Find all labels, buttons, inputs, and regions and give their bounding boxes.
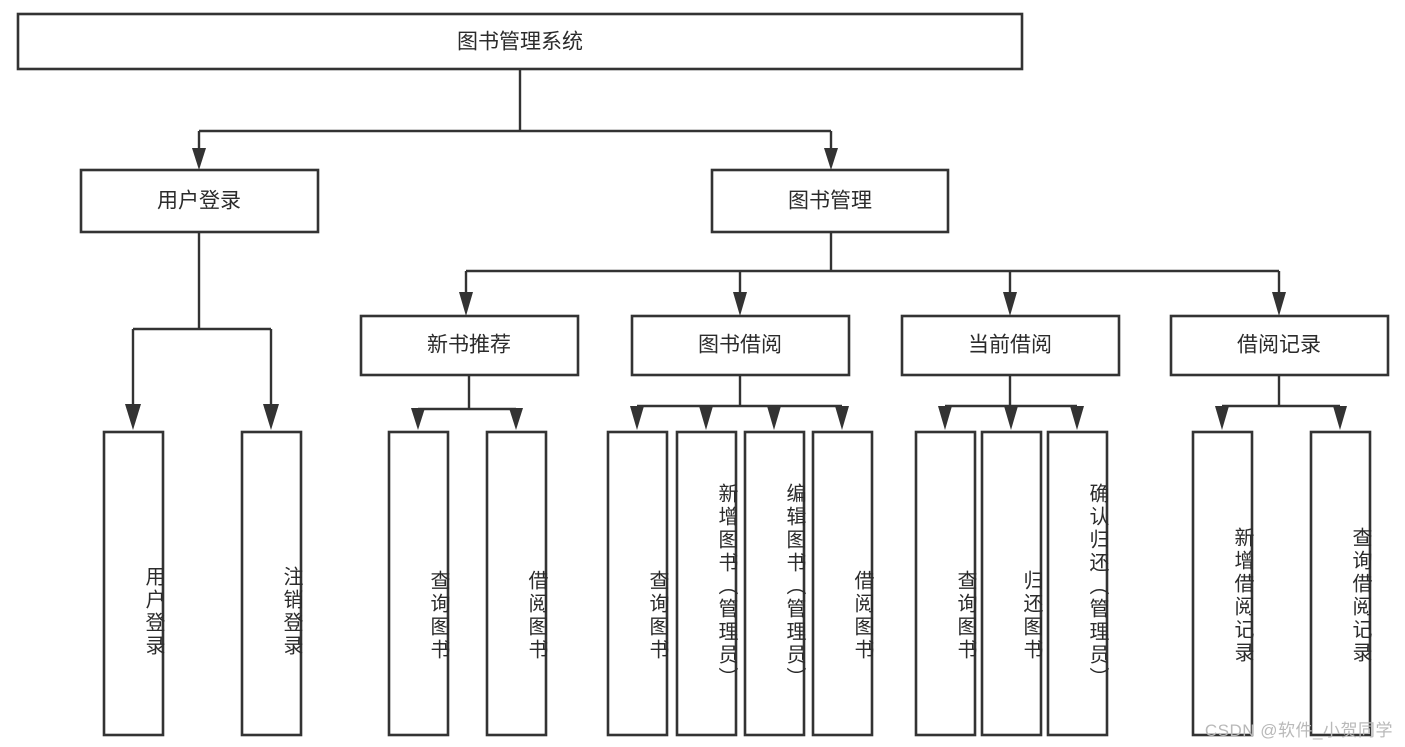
arrow-head-leaf-9: [1004, 406, 1018, 430]
arrow-head-leaf-6: [767, 406, 781, 430]
connector-new-book-recommend-to-leaves: [411, 375, 523, 430]
node-book-borrow[interactable]: 图书借阅: [630, 314, 851, 377]
leaf-box-12[interactable]: [1309, 430, 1372, 737]
node-new-book-recommend-box: [359, 314, 580, 377]
connector-borrow-record-to-leaves: [1215, 375, 1347, 430]
arrow-head-leaf-7: [835, 406, 849, 430]
arrow-head-level2-1: [824, 148, 838, 170]
node-borrow-record-label: 借阅记录: [1237, 334, 1321, 357]
leaf-box-0[interactable]: [102, 430, 165, 737]
node-borrow-record[interactable]: 借阅记录: [1169, 314, 1390, 377]
connector-book-management-to-level3: [459, 232, 1286, 316]
node-current-borrow-label: 当前借阅: [968, 334, 1052, 357]
arrow-head-level2-0: [192, 148, 206, 170]
arrow-head-leaf-0: [125, 404, 141, 430]
leaf-box-4[interactable]: [606, 430, 669, 737]
connector-current-borrow-to-leaves: [938, 375, 1084, 430]
leaf-box-3[interactable]: [485, 430, 548, 737]
arrow-head-leaf-10: [1070, 406, 1084, 430]
arrow-head-leaf-11: [1215, 406, 1229, 430]
node-book-management-label: 图书管理: [788, 190, 872, 213]
node-root-label: 图书管理系统: [457, 31, 583, 54]
node-current-borrow[interactable]: 当前借阅: [900, 314, 1121, 377]
leaf-box-9[interactable]: [980, 430, 1043, 737]
node-root[interactable]: 图书管理系统: [16, 12, 1024, 71]
arrow-head-level3-3: [1272, 292, 1286, 316]
leaf-box-6[interactable]: [743, 430, 806, 737]
node-book-management[interactable]: 图书管理: [710, 168, 950, 234]
arrow-head-level3-2: [1003, 292, 1017, 316]
leaf-box-11[interactable]: [1191, 430, 1254, 737]
leaf-box-8[interactable]: [914, 430, 977, 737]
leaf-box-2[interactable]: [387, 430, 450, 737]
leaf-box-7[interactable]: [811, 430, 874, 737]
connector-root-to-level2: [192, 69, 838, 170]
arrow-head-level3-0: [459, 292, 473, 316]
node-user-login-box: [79, 168, 320, 234]
leaf-box-5[interactable]: [675, 430, 738, 737]
leaf-boxes: [102, 430, 1372, 737]
node-book-borrow-label: 图书借阅: [698, 334, 782, 357]
arrow-head-level3-1: [733, 292, 747, 316]
node-root-box: [16, 12, 1024, 71]
connector-book-borrow-to-leaves: [630, 375, 849, 430]
node-user-login-label: 用户登录: [157, 190, 241, 213]
leaf-box-1[interactable]: [240, 430, 303, 737]
node-new-book-recommend[interactable]: 新书推荐: [359, 314, 580, 377]
arrow-head-leaf-12: [1333, 406, 1347, 430]
node-new-book-recommend-label: 新书推荐: [427, 334, 511, 357]
leaf-box-10[interactable]: [1046, 430, 1109, 737]
node-book-borrow-box: [630, 314, 851, 377]
arrow-head-leaf-1: [263, 404, 279, 430]
connector-user-login-to-leaves: [125, 232, 279, 430]
node-user-login[interactable]: 用户登录: [79, 168, 320, 234]
arrow-head-leaf-3: [509, 408, 523, 430]
node-borrow-record-box: [1169, 314, 1390, 377]
arrow-head-leaf-5: [699, 406, 713, 430]
node-current-borrow-box: [900, 314, 1121, 377]
arrow-head-leaf-8: [938, 406, 952, 430]
arrow-head-leaf-4: [630, 406, 644, 430]
arrow-head-leaf-2: [411, 408, 425, 430]
node-book-management-box: [710, 168, 950, 234]
csdn-watermark: CSDN @软件_小贺同学: [1204, 721, 1393, 740]
